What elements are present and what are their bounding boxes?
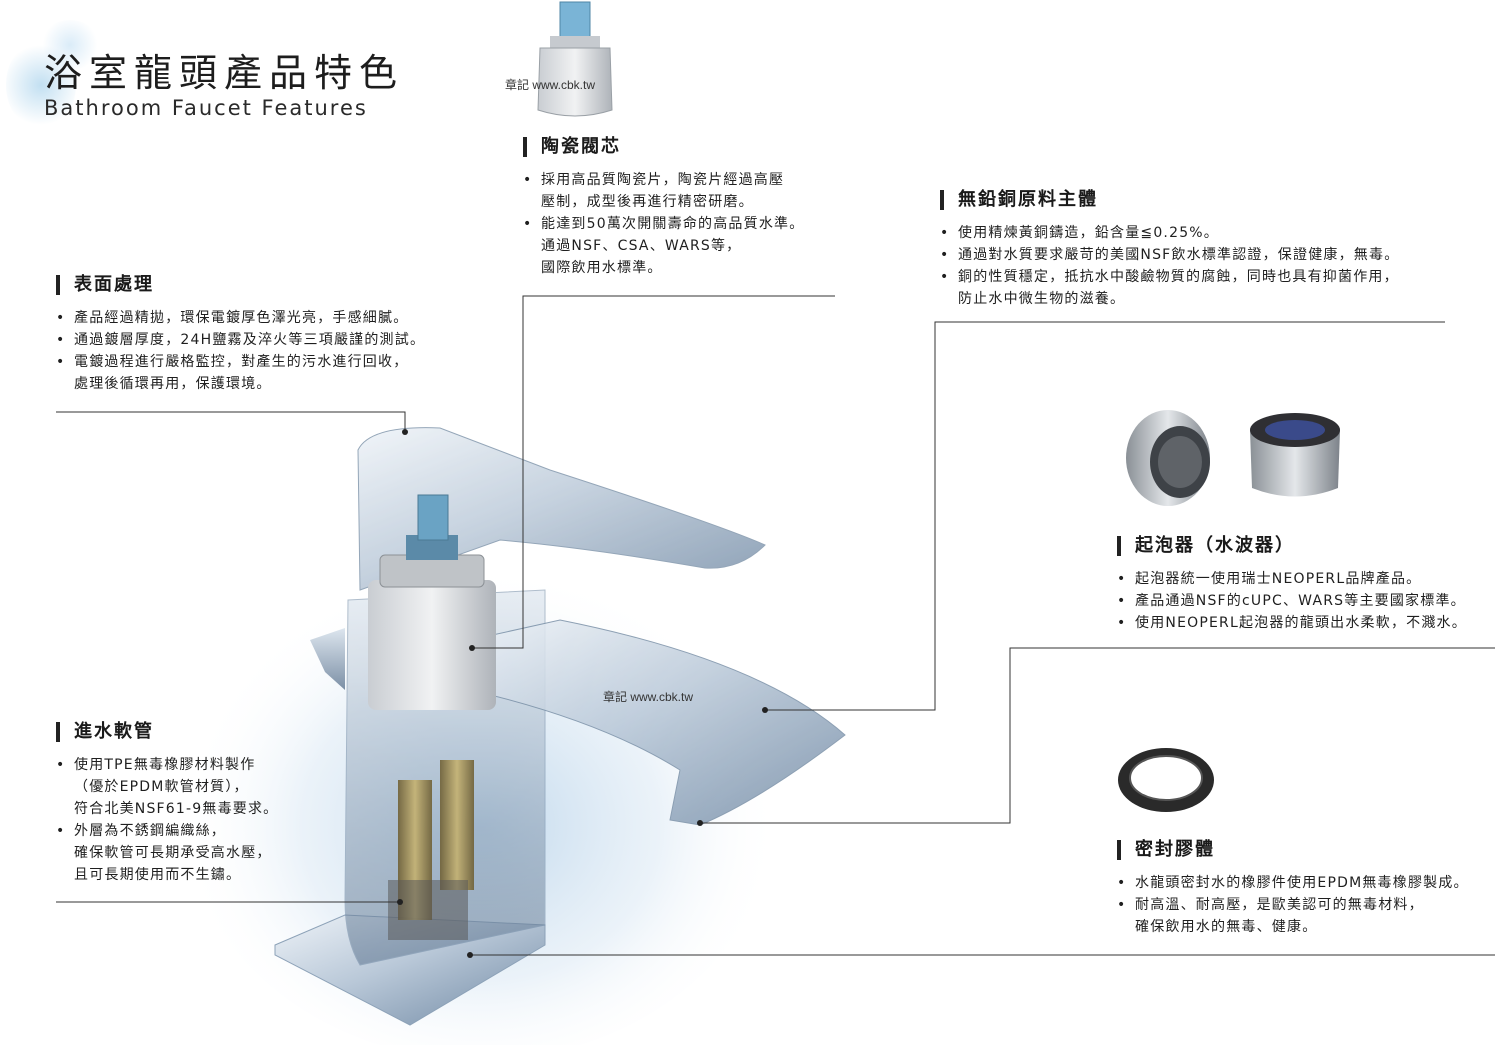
section-body: 無鉛銅原料主體 使用精煉黃銅鑄造，鉛含量≦0.25%。 通過對水質要求嚴苛的美國… <box>940 190 1399 310</box>
cartridge-body <box>368 580 496 710</box>
section-cartridge-title: 陶瓷閥芯 <box>523 137 804 157</box>
list-item: 水龍頭密封水的橡膠件使用EPDM無毒橡膠製成。 <box>1117 872 1469 894</box>
list-item: 電鍍過程進行嚴格監控，對產生的污水進行回收， 處理後循環再用，保護環境。 <box>56 351 425 395</box>
section-aerator: 起泡器（水波器） 起泡器統一使用瑞士NEOPERL品牌產品。 產品通過NSF的c… <box>1117 536 1467 634</box>
page-subtitle: Bathroom Faucet Features <box>44 96 368 120</box>
page-title: 浴室龍頭產品特色 <box>44 51 405 95</box>
aerator-photo-1 <box>1126 410 1210 506</box>
list-item: 能達到50萬次開關壽命的高品質水準。 通過NSF、CSA、WARS等， 國際飲用… <box>523 213 804 279</box>
list-item: 耐高溫、耐高壓，是歐美認可的無毒材料， 確保飲用水的無毒、健康。 <box>1117 894 1469 938</box>
watercolor-decoration-2 <box>40 20 100 70</box>
section-aerator-title: 起泡器（水波器） <box>1117 536 1467 556</box>
list-item: 起泡器統一使用瑞士NEOPERL品牌產品。 <box>1117 568 1467 590</box>
section-surface: 表面處理 產品經過精拋，環保電鍍厚色澤光亮，手感細膩。 通過鍍層厚度，24H鹽霧… <box>56 275 425 395</box>
cartridge-photo <box>537 1 613 117</box>
faucet-spout <box>469 619 846 826</box>
watercolor-decoration <box>6 40 76 130</box>
list-item: 通過對水質要求嚴苛的美國NSF飲水標準認證，保證健康，無毒。 <box>940 244 1399 266</box>
section-surface-title: 表面處理 <box>56 275 425 295</box>
section-seal-title: 密封膠體 <box>1117 840 1469 860</box>
seal-ring-photo <box>1118 748 1214 812</box>
faucet-side-lever <box>310 628 345 690</box>
list-item: 使用精煉黃銅鑄造，鉛含量≦0.25%。 <box>940 222 1399 244</box>
list-item: 使用TPE無毒橡膠材料製作 （優於EPDM軟管材質）， 符合北美NSF61-9無… <box>56 754 278 820</box>
list-item: 產品經過精拋，環保電鍍厚色澤光亮，手感細膩。 <box>56 307 425 329</box>
list-item: 外層為不銹鋼編織絲， 確保軟管可長期承受高水壓， 且可長期使用而不生鏽。 <box>56 820 278 886</box>
faucet-base <box>274 914 546 1026</box>
hose-right <box>440 760 474 890</box>
leader-dots <box>397 429 768 958</box>
faucet-handle <box>357 427 766 591</box>
section-hose: 進水軟管 使用TPE無毒橡膠材料製作 （優於EPDM軟管材質）， 符合北美NSF… <box>56 722 278 886</box>
cartridge-stem <box>417 494 449 541</box>
aerator-photo-2 <box>1250 413 1340 497</box>
list-item: 產品通過NSF的cUPC、WARS等主要國家標準。 <box>1117 590 1467 612</box>
list-item: 通過鍍層厚度，24H鹽霧及淬火等三項嚴謹的測試。 <box>56 329 425 351</box>
hose-mesh <box>388 880 468 940</box>
watermark-top: 章記 www.cbk.tw <box>505 78 596 92</box>
list-item: 銅的性質穩定，抵抗水中酸鹼物質的腐蝕，同時也具有抑菌作用， 防止水中微生物的滋養… <box>940 266 1399 310</box>
section-body-title: 無鉛銅原料主體 <box>940 190 1399 210</box>
section-hose-title: 進水軟管 <box>56 722 278 742</box>
leader-lines <box>56 295 1495 956</box>
section-cartridge: 陶瓷閥芯 採用高品質陶瓷片，陶瓷片經過高壓 壓制，成型後再進行精密研磨。 能達到… <box>523 137 804 279</box>
section-seal: 密封膠體 水龍頭密封水的橡膠件使用EPDM無毒橡膠製成。 耐高溫、耐高壓，是歐美… <box>1117 840 1469 938</box>
list-item: 採用高品質陶瓷片，陶瓷片經過高壓 壓制，成型後再進行精密研磨。 <box>523 169 804 213</box>
watermark-middle: 章記 www.cbk.tw <box>603 690 694 704</box>
list-item: 使用NEOPERL起泡器的龍頭出水柔軟，不濺水。 <box>1117 612 1467 634</box>
